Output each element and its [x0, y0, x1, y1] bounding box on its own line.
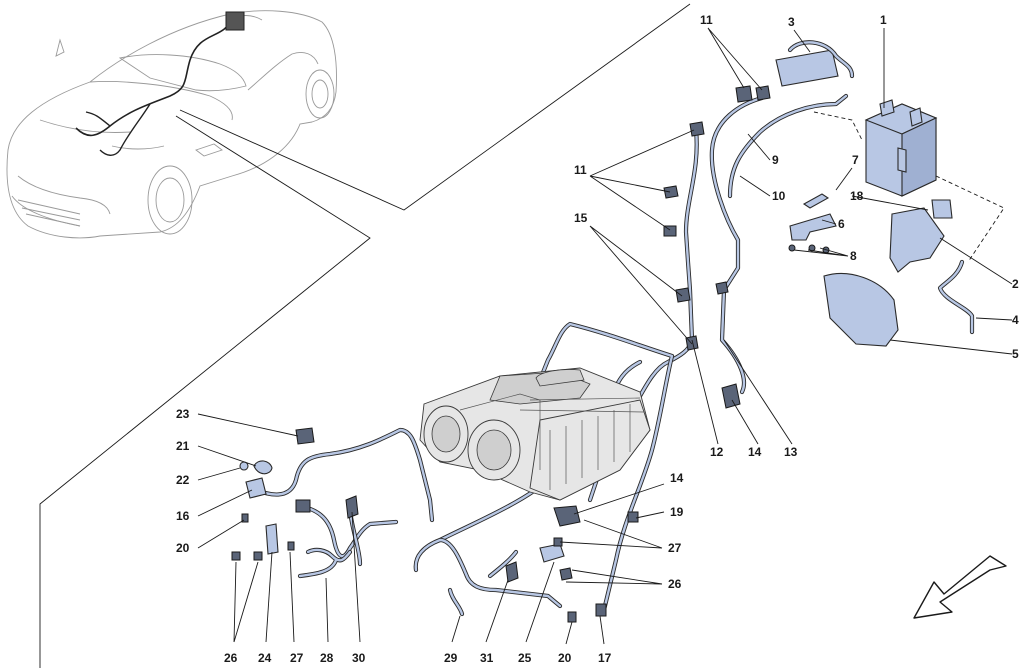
clip-23 — [295, 427, 315, 445]
heat-shield — [823, 272, 899, 347]
detail-frame-lines — [39, 3, 691, 668]
bracket-25 — [539, 543, 565, 563]
callout-20-right: 20 — [558, 651, 572, 665]
callout-14-upper: 14 — [748, 445, 762, 459]
callout-1: 1 — [880, 13, 887, 27]
callout-12: 12 — [710, 445, 724, 459]
callout-numbers: 1 2 3 4 5 6 7 8 9 10 11 11 12 13 14 14 1… — [176, 13, 1019, 665]
callout-3: 3 — [788, 15, 795, 29]
bracket-24 — [265, 523, 279, 555]
nut-27-left — [287, 541, 295, 551]
callout-15: 15 — [574, 211, 588, 225]
callout-13: 13 — [784, 445, 798, 459]
callout-29: 29 — [444, 651, 458, 665]
callout-26-left: 26 — [224, 651, 238, 665]
callout-6: 6 — [838, 217, 845, 231]
callout-8: 8 — [850, 249, 857, 263]
callout-21: 21 — [176, 439, 190, 453]
callout-23: 23 — [176, 407, 190, 421]
callout-20-left: 20 — [176, 541, 190, 555]
callout-28: 28 — [320, 651, 334, 665]
callout-27-right: 27 — [668, 541, 682, 555]
callout-11-top: 11 — [700, 13, 713, 27]
callout-14-lower: 14 — [670, 471, 684, 485]
cap-20-right — [567, 611, 577, 623]
vapour-hoses — [437, 93, 849, 613]
canister-bracket — [889, 207, 945, 273]
lower-left-hoses — [231, 427, 435, 579]
intake-manifold — [419, 367, 651, 501]
callout-9: 9 — [772, 153, 779, 167]
front-wheel — [147, 165, 193, 235]
callout-30: 30 — [352, 651, 366, 665]
callout-31: 31 — [480, 651, 494, 665]
leader-lines — [197, 27, 1013, 645]
callout-10: 10 — [772, 189, 786, 203]
rear-wheel — [305, 69, 335, 119]
harness-on-car — [75, 17, 233, 137]
callout-5: 5 — [1012, 347, 1019, 361]
valve-14-lower — [553, 505, 581, 527]
callout-17: 17 — [598, 651, 612, 665]
label-plate — [931, 199, 953, 219]
callout-4: 4 — [1012, 313, 1019, 327]
arrow-down-left-icon — [913, 555, 1007, 619]
car-illustration — [6, 10, 337, 239]
callout-24: 24 — [258, 651, 272, 665]
callout-19: 19 — [670, 505, 684, 519]
clip-19 — [627, 511, 639, 523]
purge-valve-bracket — [775, 49, 839, 87]
evap-canister-assembly — [775, 40, 1005, 347]
callout-11-mid: 11 — [574, 163, 587, 177]
callout-25: 25 — [518, 651, 532, 665]
connector-16 — [245, 477, 267, 499]
grommet-21 — [253, 460, 273, 475]
callout-2: 2 — [1012, 277, 1019, 291]
callout-18: 18 — [850, 189, 864, 203]
valve-14-upper — [721, 383, 741, 409]
lower-center-hoses — [413, 85, 771, 623]
callout-27-left: 27 — [290, 651, 304, 665]
callout-22: 22 — [176, 473, 190, 487]
callout-7: 7 — [852, 153, 859, 167]
callout-16: 16 — [176, 509, 190, 523]
mounting-bracket — [789, 213, 837, 241]
callout-26-right: 26 — [668, 577, 682, 591]
